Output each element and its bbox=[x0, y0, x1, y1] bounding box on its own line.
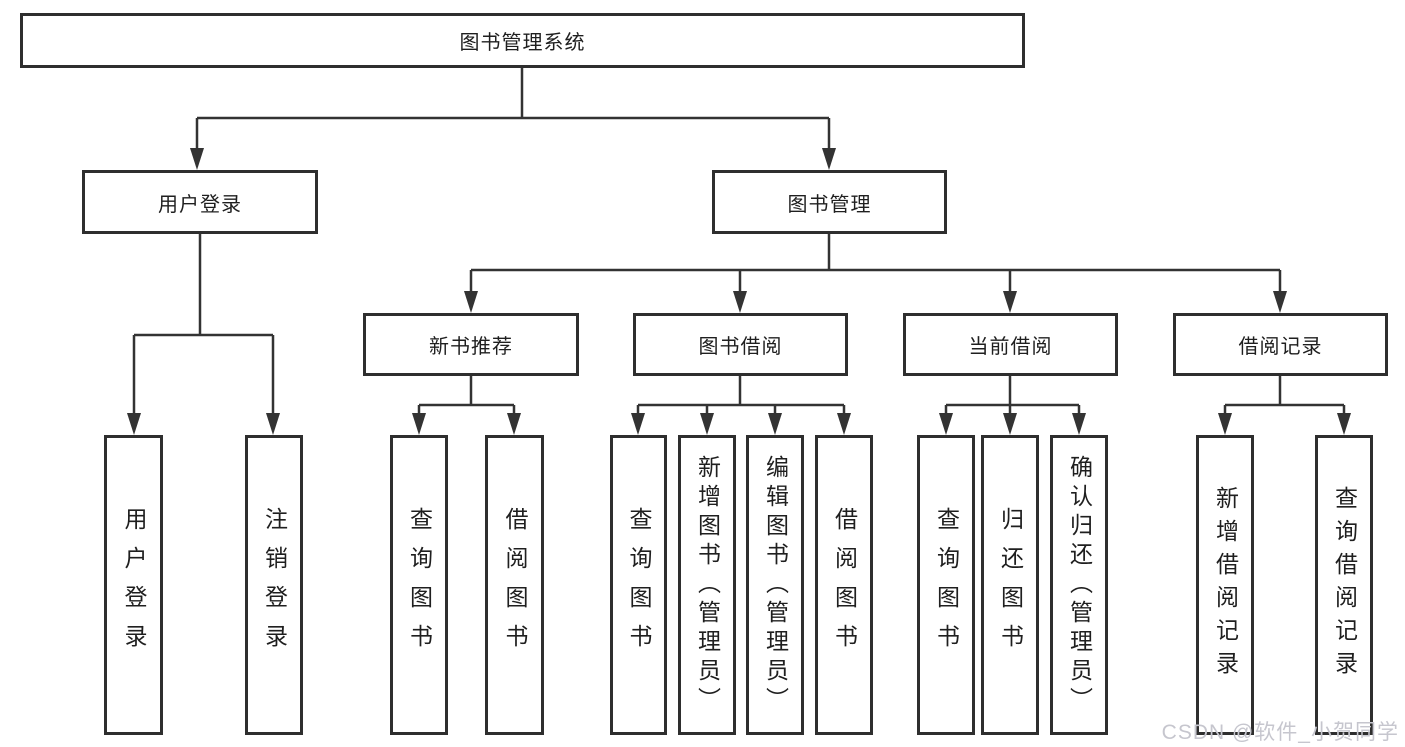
node-new-book-recommend: 新书推荐 bbox=[363, 313, 579, 376]
leaf-borrow-books-2: 借阅图书 bbox=[815, 435, 873, 735]
node-borrow-records: 借阅记录 bbox=[1173, 313, 1388, 376]
leaf-logout-label: 注销登录 bbox=[261, 507, 288, 663]
node-root: 图书管理系统 bbox=[20, 13, 1025, 68]
node-borrow-records-label: 借阅记录 bbox=[1238, 336, 1323, 358]
node-user-login-label: 用户登录 bbox=[158, 193, 242, 216]
leaf-query-borrow-record: 查询借阅记录 bbox=[1315, 435, 1373, 735]
node-user-login: 用户登录 bbox=[82, 170, 318, 234]
arrowhead-icons bbox=[127, 148, 1351, 435]
leaf-query-books-2: 查询图书 bbox=[610, 435, 667, 735]
leaf-user-login-label: 用户登录 bbox=[121, 507, 147, 663]
leaf-add-books-admin-label: 新增图书（管理员） bbox=[694, 454, 721, 716]
leaf-user-login: 用户登录 bbox=[104, 435, 163, 735]
leaf-return-books-label: 归还图书 bbox=[997, 507, 1024, 663]
node-book-borrow-label: 图书借阅 bbox=[698, 336, 783, 358]
leaf-add-books-admin: 新增图书（管理员） bbox=[678, 435, 736, 735]
leaf-query-books-1: 查询图书 bbox=[390, 435, 448, 735]
leaf-query-books-1-label: 查询图书 bbox=[406, 507, 433, 663]
node-current-borrow: 当前借阅 bbox=[903, 313, 1118, 376]
leaf-borrow-books-1-label: 借阅图书 bbox=[502, 507, 528, 663]
node-new-book-recommend-label: 新书推荐 bbox=[429, 336, 513, 358]
leaf-logout: 注销登录 bbox=[245, 435, 303, 735]
leaf-add-borrow-record-label: 新增借阅记录 bbox=[1212, 486, 1239, 684]
leaf-borrow-books-2-label: 借阅图书 bbox=[831, 507, 858, 663]
leaf-query-books-3: 查询图书 bbox=[917, 435, 975, 735]
leaf-return-books: 归还图书 bbox=[981, 435, 1039, 735]
node-root-label: 图书管理系统 bbox=[459, 32, 586, 54]
leaf-edit-books-admin-label: 编辑图书（管理员） bbox=[762, 454, 789, 716]
leaf-query-borrow-record-label: 查询借阅记录 bbox=[1331, 486, 1358, 684]
leaf-add-borrow-record: 新增借阅记录 bbox=[1196, 435, 1254, 735]
leaf-confirm-return-admin-label: 确认归还（管理员） bbox=[1066, 454, 1093, 716]
leaf-edit-books-admin: 编辑图书（管理员） bbox=[746, 435, 804, 735]
leaf-confirm-return-admin: 确认归还（管理员） bbox=[1050, 435, 1108, 735]
csdn-watermark: CSDN @软件_小贺同学 bbox=[1161, 721, 1399, 744]
node-book-borrow: 图书借阅 bbox=[633, 313, 848, 376]
leaf-query-books-2-label: 查询图书 bbox=[626, 507, 652, 663]
node-current-borrow-label: 当前借阅 bbox=[968, 336, 1053, 358]
node-book-management-label: 图书管理 bbox=[787, 193, 872, 216]
node-book-management: 图书管理 bbox=[712, 170, 947, 234]
leaf-borrow-books-1: 借阅图书 bbox=[485, 435, 544, 735]
leaf-query-books-3-label: 查询图书 bbox=[933, 507, 960, 663]
